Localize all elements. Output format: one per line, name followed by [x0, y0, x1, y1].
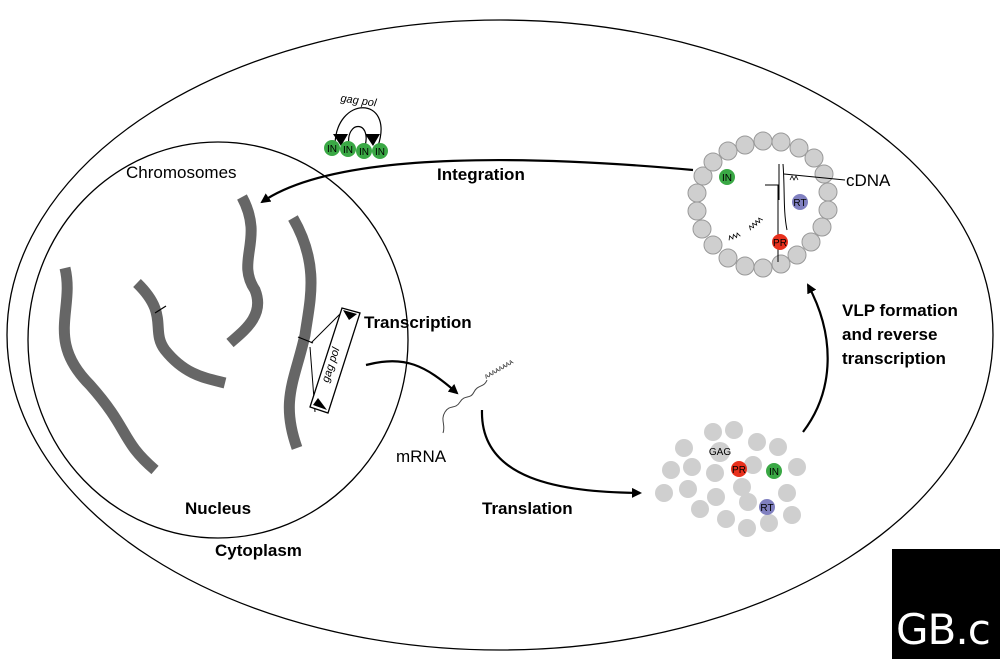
mrna-label: mRNA	[396, 447, 447, 466]
arch-gag-pol-label: gag pol	[340, 93, 378, 110]
integrase-cluster: IN IN IN IN	[324, 140, 388, 159]
translated-proteins	[655, 421, 806, 537]
chromosome-2-mark	[154, 305, 167, 314]
vlp-formation-arrow	[802, 283, 829, 433]
integrase-tag: IN	[375, 147, 385, 158]
pr-tag: PR	[732, 465, 746, 476]
transcription-label: Transcription	[364, 313, 472, 332]
logo-brand: GB	[896, 605, 956, 654]
cdna-label: cDNA	[846, 171, 891, 190]
in-tag: IN	[769, 467, 779, 478]
cell-membrane	[6, 19, 994, 651]
integrase-tag: IN	[327, 144, 337, 155]
rt-tag: RT	[760, 503, 773, 514]
cytoplasm-label: Cytoplasm	[215, 541, 302, 560]
integration-label: Integration	[437, 165, 525, 184]
chromosome-1	[58, 266, 159, 475]
gag-tag: GAG	[709, 447, 731, 458]
virus-like-particle	[687, 131, 838, 278]
translation-label: Translation	[482, 499, 573, 518]
nucleus-membrane	[27, 141, 409, 539]
integrase-tag: IN	[343, 145, 353, 156]
chromosome-4	[283, 215, 317, 450]
inserted-element: gag pol	[309, 307, 361, 414]
integration-complex: gag pol IN IN IN IN	[324, 93, 388, 159]
logo-suffix: .c	[955, 605, 990, 654]
chromosome-4-mark	[297, 336, 314, 344]
vlp-pr-tag: PR	[773, 238, 787, 249]
brand-logo: GB.c	[892, 549, 1000, 659]
vlp-label-line-2: and reverse	[842, 325, 937, 344]
nucleus-label: Nucleus	[185, 499, 251, 518]
vlp-label-line-1: VLP formation	[842, 301, 958, 320]
vlp-interior: IN RT PR	[719, 163, 846, 262]
chromosomes	[58, 194, 317, 475]
chromosome-3	[226, 194, 264, 348]
vlp-integrase-tag: IN	[722, 173, 732, 184]
poly-a-tail: AAAAAAAA	[484, 360, 515, 381]
chromosomes-label: Chromosomes	[126, 163, 237, 182]
integration-arrow	[260, 158, 694, 204]
integrase-tag: IN	[359, 147, 369, 158]
translation-arrow	[480, 409, 642, 498]
transcription-arrow	[365, 360, 459, 395]
vlp-rt-tag: RT	[793, 198, 806, 209]
chromosome-2	[133, 279, 227, 389]
mrna-strand: AAAAAAAA	[442, 360, 515, 434]
logo-text: GB.c	[896, 605, 991, 654]
vlp-label-line-3: transcription	[842, 349, 946, 368]
translated-protein-tags: GAG PR IN RT	[709, 442, 782, 515]
